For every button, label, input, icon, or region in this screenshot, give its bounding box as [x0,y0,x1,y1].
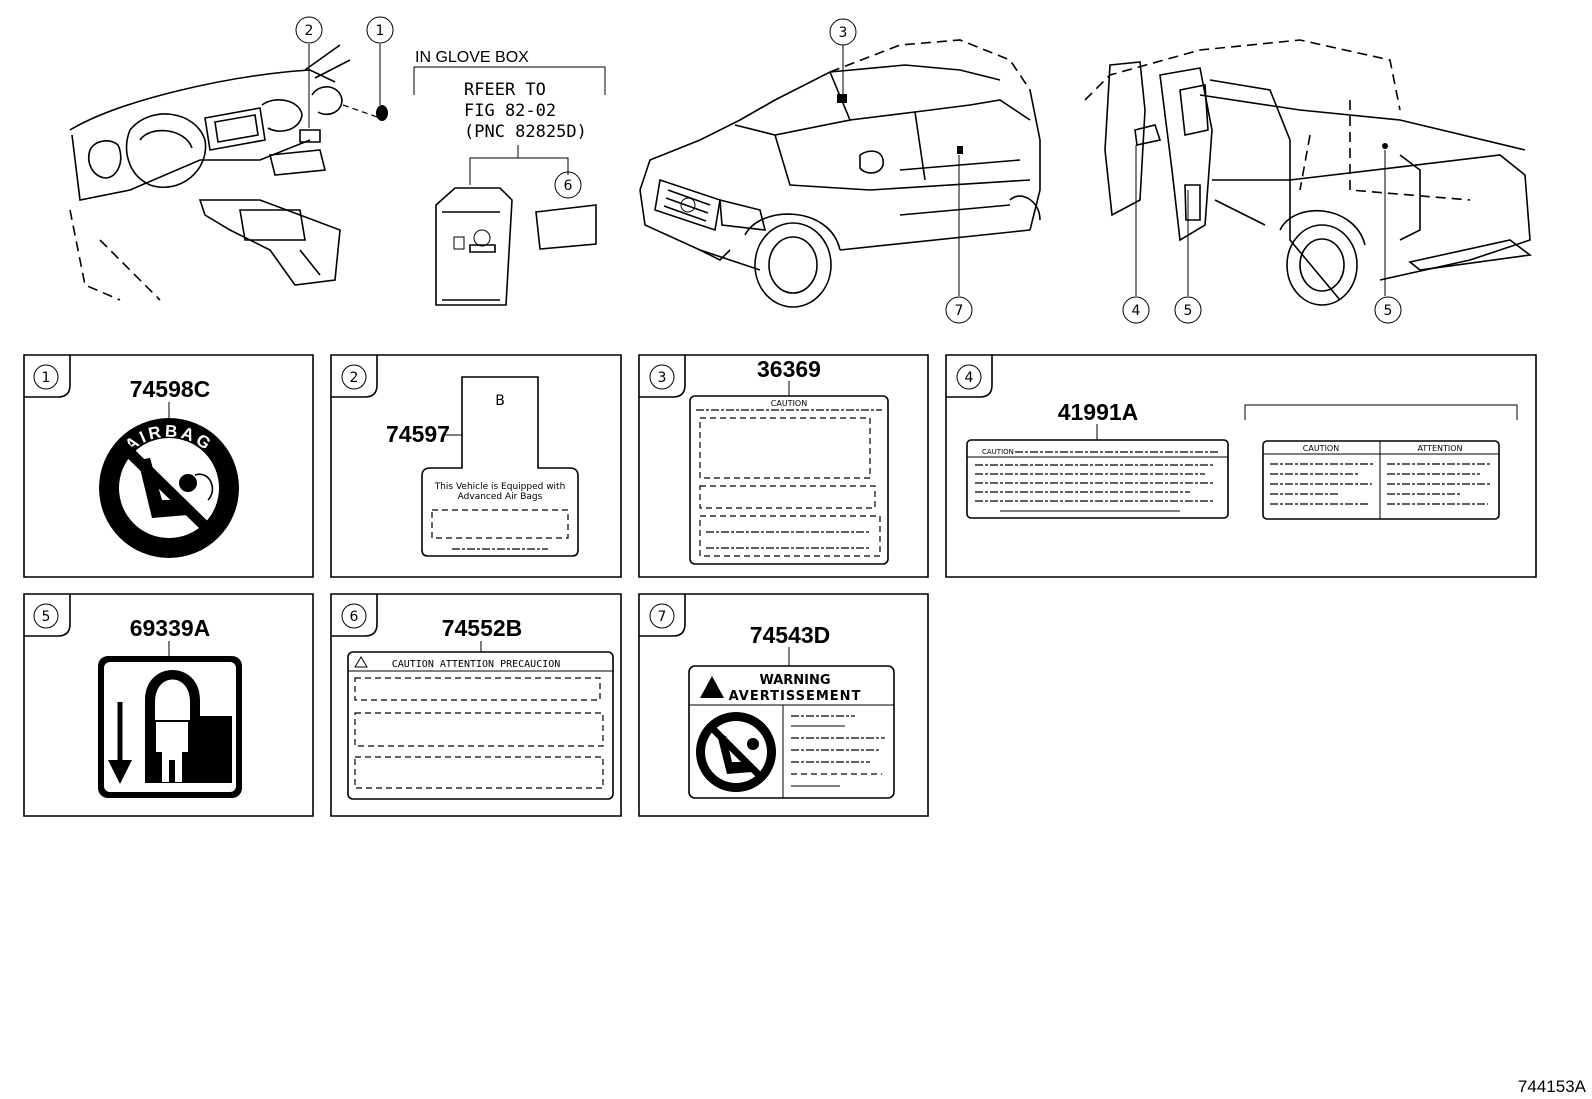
callout-6: 6 [564,178,573,194]
child-seat-anchor-icon [98,656,242,798]
panel-2-label-line-1: This Vehicle is Equipped with [434,482,566,492]
glove-box-reference: IN GLOVE BOX RFEER TO FIG 82-02 (PNC 828… [413,49,606,306]
panel-5-part-number: 69339A [130,615,211,641]
panel-4-index: 4 [965,370,974,386]
panel-4-left-heading: CAUTION [982,448,1014,456]
panel-3: 3 36369 CAUTION [649,356,889,565]
panel-7-part-number: 74543D [750,622,831,648]
panel-2-tab-text: B [495,393,505,409]
refer-line-2: FIG 82-02 [464,101,556,121]
panel-4-part-number: 41991A [1058,399,1139,425]
panel-7-index: 7 [658,609,667,625]
panel-1: 1 74598C AIRBAG [33,364,239,558]
panel-7-heading-line-2: AVERTISSEMENT [729,689,862,704]
callout-3: 3 [839,25,848,41]
panel-5: 5 69339A [33,603,242,798]
panel-2-label-line-2: Advanced Air Bags [458,492,543,502]
panel-6: 6 74552B CAUTION ATTENTION PRECAUCION [341,603,614,800]
callout-1: 1 [376,23,385,39]
no-child-seat-icon [696,712,776,792]
panel-1-index: 1 [42,370,51,386]
callout-4: 4 [1132,303,1141,319]
panel-4-right-heading-left: CAUTION [1303,444,1339,453]
panel-3-index: 3 [658,370,667,386]
panel-6-part-number: 74552B [442,615,523,641]
dashboard-illustration: 2 1 [69,16,394,301]
panel-frames [23,354,1537,817]
panel-4-right-heading-right: ATTENTION [1417,444,1462,453]
panel-2-index: 2 [350,370,359,386]
panel-6-label-heading: CAUTION ATTENTION PRECAUCION [392,659,561,670]
callout-2: 2 [305,23,314,39]
panel-3-label-heading: CAUTION [771,399,807,408]
figure-id: 744153A [1518,1077,1587,1096]
panel-6-index: 6 [350,609,359,625]
callout-7: 7 [955,303,964,319]
panel-1-part-number: 74598C [130,376,211,402]
panel-2-part-number: 74597 [386,421,450,447]
glove-box-heading: IN GLOVE BOX [415,49,529,66]
panel-3-part-number: 36369 [757,356,821,382]
panel-4: 4 41991A CAUTION CAUTION ATTENTION [956,364,1518,520]
panel-7-heading-line-1: WARNING [759,673,830,688]
no-child-seat-airbag-icon: AIRBAG [99,418,239,558]
callout-5a: 5 [1184,303,1193,319]
refer-line-3: (PNC 82825D) [464,122,587,142]
truck-front-illustration: 3 7 [639,18,1041,324]
panel-5-index: 5 [42,609,51,625]
panel-2: 2 74597 B This Vehicle is Equipped with … [341,364,579,557]
callout-5b: 5 [1384,303,1393,319]
panel-7: 7 74543D WARNING AVERTISSEMENT [649,603,895,799]
truck-rear-illustration: 4 5 5 [1084,39,1533,324]
refer-line-1: RFEER TO [464,80,546,100]
